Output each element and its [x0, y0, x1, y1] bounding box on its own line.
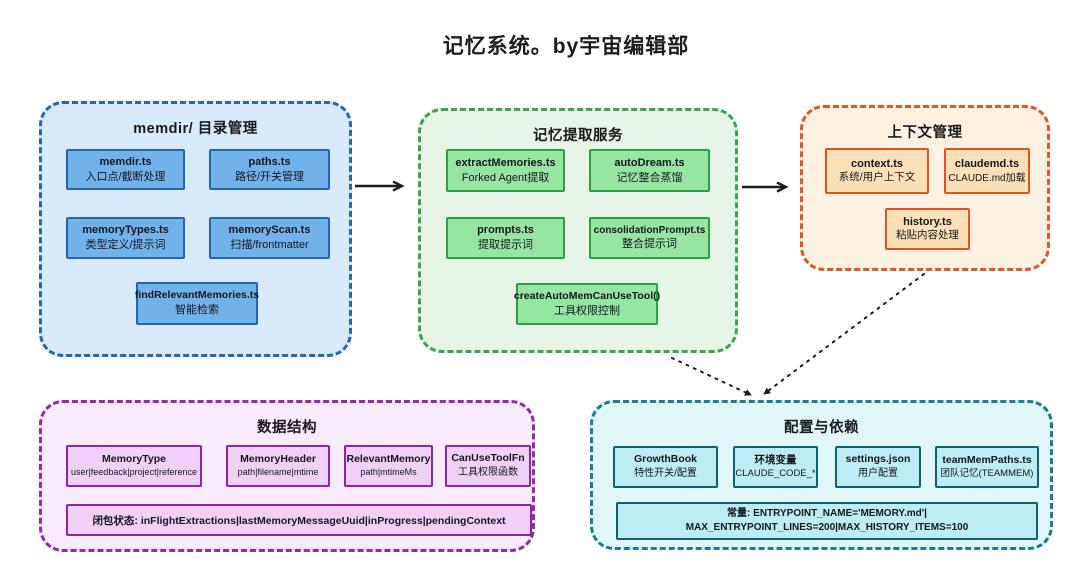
constants-line1: 常量: ENTRYPOINT_NAME='MEMORY.md'|	[727, 507, 927, 519]
node-desc: user|feedback|project|reference	[70, 466, 198, 477]
node-teammempaths-ts: teamMemPaths.ts 团队记忆(TEAMMEM)	[935, 446, 1039, 488]
group-config-title: 配置与依赖	[784, 420, 859, 436]
node-prompts-ts: prompts.ts 提取提示词	[446, 217, 565, 259]
node-desc: 提取提示词	[478, 239, 533, 251]
node-name: context.ts	[851, 157, 903, 170]
node-claudemd-ts: claudemd.ts CLAUDE.md加载	[944, 148, 1030, 194]
node-env-vars: 环境变量 CLAUDE_CODE_*	[733, 446, 818, 488]
node-desc: CLAUDE_CODE_*	[735, 467, 816, 479]
node-desc: 路径/开关管理	[234, 170, 305, 183]
node-desc: 类型定义/提示词	[85, 239, 166, 251]
node-name: history.ts	[903, 215, 952, 228]
node-memorytype: MemoryType user|feedback|project|referen…	[66, 445, 202, 487]
node-name: MemoryHeader	[240, 453, 316, 466]
group-data: 数据结构 MemoryType user|feedback|project|re…	[39, 400, 535, 552]
node-name: createAutoMemCanUseTool()	[513, 289, 661, 302]
node-name: RelevantMemory	[346, 453, 431, 466]
node-desc: Forked Agent提取	[461, 171, 550, 184]
group-memdir-title: memdir/ 目录管理	[133, 121, 258, 137]
dotted-extract-to-config	[671, 357, 752, 396]
node-desc: 整合提示词	[622, 238, 677, 251]
node-name: extractMemories.ts	[455, 156, 556, 169]
group-extract: 记忆提取服务 extractMemories.ts Forked Agent提取…	[418, 108, 738, 353]
node-name: 环境变量	[754, 453, 797, 466]
node-memoryheader: MemoryHeader path|filename|mtime	[226, 445, 330, 487]
node-desc: path|filename|mtime	[237, 466, 319, 477]
node-name: GrowthBook	[634, 453, 697, 466]
dotted-context-to-config	[763, 273, 925, 395]
diagram-title: 记忆系统。by宇宙编辑部	[442, 35, 690, 58]
group-config: 配置与依赖 GrowthBook 特性开关/配置 环境变量 CLAUDE_COD…	[590, 400, 1053, 550]
node-name: prompts.ts	[477, 224, 534, 237]
node-desc: 系统/用户上下文	[838, 171, 916, 184]
node-name: autoDream.ts	[614, 156, 685, 169]
node-desc: 特性开关/配置	[634, 468, 697, 480]
node-desc: 粘贴内容处理	[896, 229, 959, 242]
constants-line2: MAX_ENTRYPOINT_LINES=200|MAX_HISTORY_ITE…	[685, 522, 969, 533]
node-name: findRelevantMemories.ts	[134, 289, 260, 302]
node-name: memdir.ts	[99, 155, 152, 168]
node-desc: 记忆整合蒸馏	[616, 171, 683, 184]
node-memoryscan-ts: memoryScan.ts 扫描/frontmatter	[209, 217, 330, 259]
node-desc: 用户配置	[858, 468, 898, 480]
node-relevantmemory: RelevantMemory path|mtimeMs	[344, 445, 433, 487]
node-constants: 常量: ENTRYPOINT_NAME='MEMORY.md'| MAX_ENT…	[616, 502, 1038, 540]
node-history-ts: history.ts 粘贴内容处理	[885, 208, 970, 250]
node-name: memoryTypes.ts	[82, 224, 169, 237]
node-name: settings.json	[845, 453, 911, 466]
node-desc: CLAUDE.md加载	[948, 172, 1026, 184]
node-name: memoryScan.ts	[228, 224, 311, 237]
group-context-title: 上下文管理	[887, 125, 963, 141]
node-desc: 团队记忆(TEAMMEM)	[940, 467, 1034, 479]
node-desc: 工具权限函数	[458, 467, 518, 479]
node-name: MemoryType	[102, 453, 166, 466]
node-desc: 智能检索	[175, 304, 219, 317]
node-name: claudemd.ts	[954, 158, 1020, 171]
node-paths-ts: paths.ts 路径/开关管理	[209, 149, 330, 190]
node-memdir-ts: memdir.ts 入口点/截断处理	[66, 149, 185, 190]
node-closure-state: 闭包状态: inFlightExtractions|lastMemoryMess…	[66, 504, 532, 536]
node-growthbook: GrowthBook 特性开关/配置	[613, 446, 718, 488]
node-desc: 入口点/截断处理	[85, 170, 166, 183]
node-extractmemories-ts: extractMemories.ts Forked Agent提取	[446, 149, 565, 192]
node-memorytypes-ts: memoryTypes.ts 类型定义/提示词	[66, 217, 185, 259]
node-context-ts: context.ts 系统/用户上下文	[825, 148, 929, 194]
node-consolidationprompt-ts: consolidationPrompt.ts 整合提示词	[589, 217, 710, 259]
group-memdir: memdir/ 目录管理 memdir.ts 入口点/截断处理 paths.ts…	[39, 101, 352, 357]
node-desc: 工具权限控制	[554, 304, 620, 317]
node-name: teamMemPaths.ts	[942, 453, 1032, 466]
group-data-title: 数据结构	[257, 420, 317, 436]
node-desc: 扫描/frontmatter	[230, 239, 309, 251]
node-desc: path|mtimeMs	[360, 466, 417, 477]
node-name: CanUseToolFn	[451, 452, 525, 465]
node-settings-json: settings.json 用户配置	[835, 446, 921, 488]
group-extract-title: 记忆提取服务	[533, 128, 623, 144]
node-findrelevantmemories-ts: findRelevantMemories.ts 智能检索	[134, 282, 260, 325]
node-createautomemcanusetool: createAutoMemCanUseTool() 工具权限控制	[513, 283, 661, 325]
node-name: paths.ts	[248, 155, 291, 168]
node-canusetoolfn: CanUseToolFn 工具权限函数	[445, 445, 531, 487]
node-autodream-ts: autoDream.ts 记忆整合蒸馏	[589, 149, 710, 192]
group-context: 上下文管理 context.ts 系统/用户上下文 claudemd.ts CL…	[800, 105, 1050, 271]
node-name: consolidationPrompt.ts	[593, 225, 706, 237]
